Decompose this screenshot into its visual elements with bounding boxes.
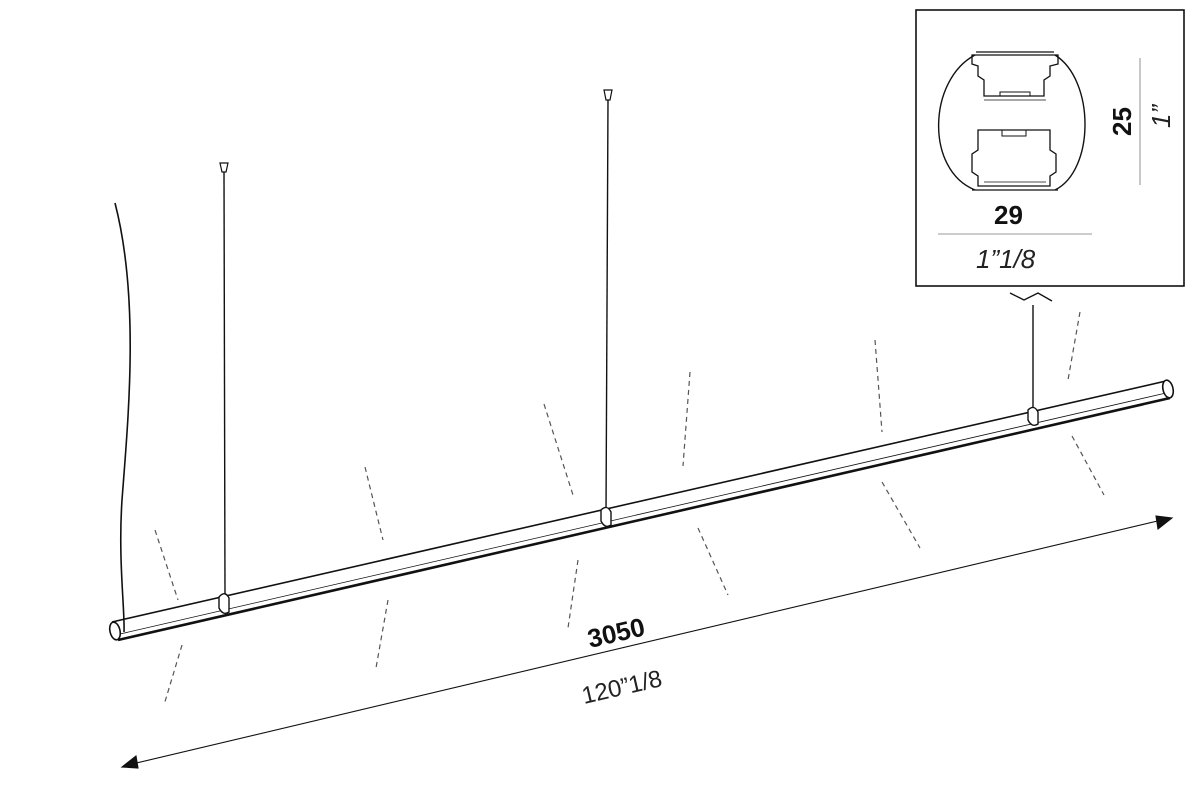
length-metric-label: 3050 (585, 612, 648, 654)
tube-bottom-edge (117, 396, 1171, 642)
cable-left-terminal (219, 162, 229, 173)
cable-middle-terminal (603, 89, 613, 101)
arrow-left (120, 754, 139, 769)
height-imperial-label: 1” (1146, 104, 1176, 128)
wall-curve (114, 202, 131, 633)
tube-inner-line (119, 392, 1167, 635)
lower-channel (971, 129, 1057, 187)
length-imperial-label: 120”1/8 (579, 665, 664, 710)
tube-top-edge (111, 380, 1167, 623)
tube-end-right (1161, 379, 1175, 399)
cable-right-breakmark (1009, 292, 1053, 302)
height-metric-label: 25 (1107, 107, 1137, 136)
width-metric-label: 29 (994, 200, 1023, 230)
cable-left (223, 171, 226, 599)
arrow-right (1155, 515, 1174, 531)
profile-left-arc (938, 54, 976, 191)
profile-right-arc (1054, 54, 1086, 191)
width-imperial-label: 1”1/8 (976, 244, 1036, 274)
cable-middle (605, 99, 609, 515)
dashed-hint-lines (154, 311, 1105, 706)
upper-channel (971, 54, 1059, 97)
linear-tube (108, 379, 1175, 642)
suspension-cables (219, 89, 1053, 599)
clamp-middle (600, 506, 612, 528)
cross-section-profile (938, 51, 1086, 191)
clamp-left (218, 593, 230, 615)
length-dimension-line (120, 515, 1174, 769)
clamp-right (1027, 406, 1039, 427)
tube-end-left (108, 621, 122, 641)
profile-detail-box: 25 1” 29 1”1/8 (915, 9, 1185, 287)
